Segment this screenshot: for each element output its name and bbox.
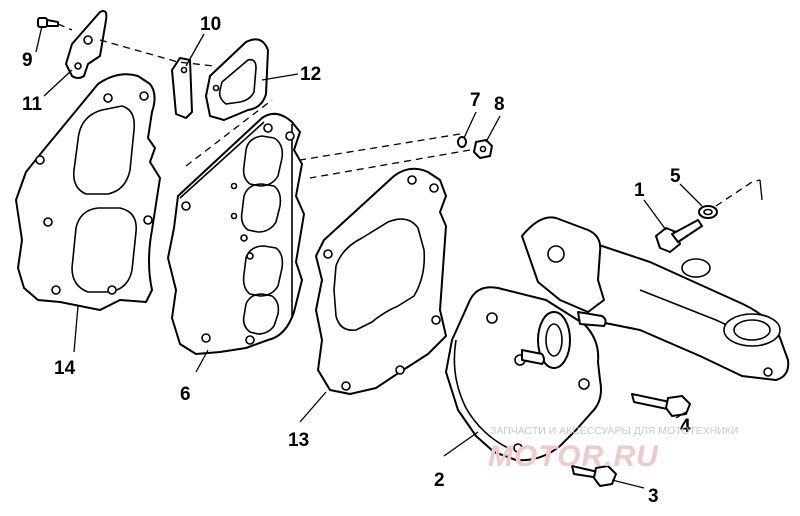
part-12-gasket bbox=[205, 38, 269, 121]
watermark-site: MOTOR.RU bbox=[488, 440, 659, 473]
callout-4: 4 bbox=[680, 416, 691, 437]
part-7-washer bbox=[457, 136, 467, 148]
callout-3: 3 bbox=[648, 486, 659, 507]
part-10-plate bbox=[171, 57, 193, 119]
callout-1: 1 bbox=[634, 180, 645, 201]
part-2-housing bbox=[445, 216, 790, 462]
callout-9: 9 bbox=[22, 50, 33, 71]
callout-10: 10 bbox=[200, 14, 221, 35]
callout-13: 13 bbox=[288, 430, 309, 451]
callouts: 1 2 3 4 5 6 7 8 9 10 11 12 13 14 bbox=[22, 14, 691, 507]
assembly-lines bbox=[57, 23, 763, 207]
callout-7: 7 bbox=[470, 90, 481, 111]
callout-6: 6 bbox=[180, 384, 191, 405]
callout-12: 12 bbox=[300, 64, 321, 85]
part-14-gasket bbox=[15, 73, 161, 311]
part-5-washer bbox=[698, 205, 718, 219]
part-4-bolt bbox=[631, 393, 691, 417]
watermark-caption: ЗАПЧАСТИ И АКСЕССУАРЫ ДЛЯ МОТОТЕХНИКИ bbox=[490, 425, 738, 437]
part-6-plate bbox=[167, 112, 305, 355]
callout-14: 14 bbox=[54, 358, 76, 379]
callout-8: 8 bbox=[494, 94, 505, 115]
part-1-bolt bbox=[655, 219, 703, 253]
leader-lines bbox=[35, 25, 703, 489]
watermark: ЗАПЧАСТИ И АКСЕССУАРЫ ДЛЯ МОТОТЕХНИКИ MO… bbox=[488, 425, 738, 473]
callout-11: 11 bbox=[22, 94, 43, 115]
part-3-bolt bbox=[571, 465, 617, 487]
part-9-screw bbox=[37, 17, 59, 28]
part-13-gasket bbox=[315, 167, 447, 395]
part-8-nut bbox=[473, 139, 493, 159]
callout-5: 5 bbox=[670, 166, 681, 187]
callout-2: 2 bbox=[434, 470, 445, 491]
part-11-bracket bbox=[65, 10, 108, 79]
